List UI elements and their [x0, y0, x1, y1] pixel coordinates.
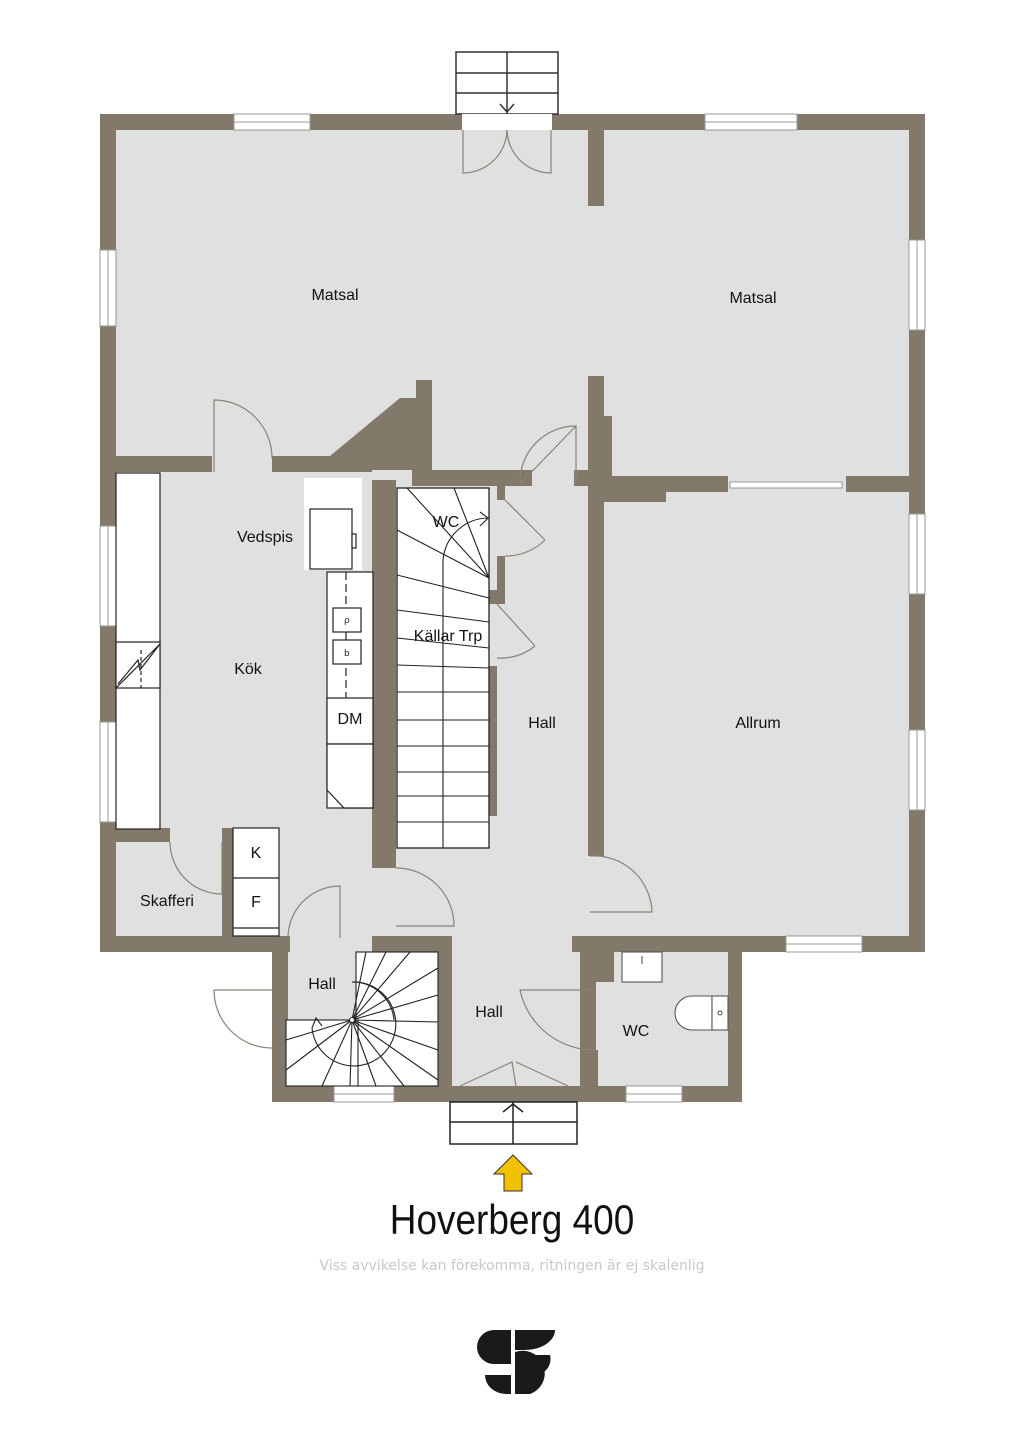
fridge-label: F — [251, 894, 261, 911]
room-label-skafferi: Skafferi — [140, 893, 194, 910]
top-steps — [455, 51, 559, 115]
room-label-kallar-trp: Källar Trp — [413, 628, 483, 645]
room-label-vedspis: Vedspis — [236, 529, 294, 546]
doors — [169, 114, 653, 1087]
plan-title: Hoverberg 400 — [389, 1196, 635, 1243]
bathroom-fixtures — [621, 951, 729, 1031]
freezer-label: K — [250, 845, 262, 862]
svg-text:b: b — [344, 649, 350, 659]
room-label-wc-upper: WC — [432, 514, 460, 531]
basement-stairs — [396, 487, 490, 849]
room-label-matsal-left: Matsal — [311, 287, 359, 304]
room-label-matsal-right: Matsal — [729, 290, 777, 307]
windows — [99, 113, 926, 1103]
room-label-hall-center: Hall — [528, 715, 556, 732]
sf-logo-icon — [477, 1330, 555, 1394]
room-label-hall-stair: Hall — [308, 976, 336, 993]
kitchen-fixtures — [115, 472, 374, 937]
spiral-stairs — [285, 951, 439, 1087]
entrance-arrow-icon — [492, 1154, 534, 1192]
kitchen-glyphs: ρ b — [344, 616, 350, 659]
disclaimer-text: Viss avvikelse kan förekomma, ritningen … — [319, 1258, 705, 1274]
svg-text:ρ: ρ — [344, 616, 350, 626]
room-label-kok: Kök — [234, 661, 262, 678]
room-label-wc-lower: WC — [622, 1023, 650, 1040]
floor-areas — [100, 114, 925, 1100]
room-label-allrum: Allrum — [735, 715, 781, 732]
dishwasher-label: DM — [337, 711, 363, 728]
entry-steps — [449, 1101, 578, 1145]
room-label-hall-entry: Hall — [475, 1004, 503, 1021]
